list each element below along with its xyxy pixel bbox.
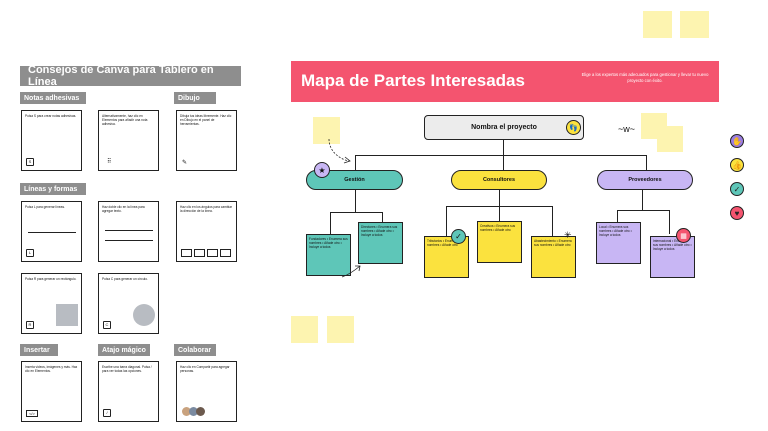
pen-icon: ✎: [182, 161, 187, 165]
sparkle-icon: ✳: [564, 230, 572, 241]
hand-icon[interactable]: ✋: [730, 134, 744, 148]
circle-shape: [133, 304, 155, 326]
curved-arrow: [340, 263, 364, 279]
sticky-note[interactable]: [643, 11, 672, 38]
stakeholder-note[interactable]: Local • Enumera sus nombres • Añade otro…: [596, 222, 641, 264]
tip-card[interactable]: Pulsa C para generar un círculo. C: [98, 273, 159, 334]
project-node[interactable]: Nombra el proyecto: [424, 115, 584, 140]
section-lines: Líneas y formas: [20, 183, 86, 195]
connector: [355, 155, 356, 170]
tip-card[interactable]: Inserta videos, imágenes y más. Haz clic…: [21, 361, 82, 422]
globe-icon: ▦: [676, 228, 691, 243]
group-proveedores[interactable]: Proveedores: [597, 170, 693, 190]
connector: [330, 212, 382, 213]
connector: [617, 210, 669, 211]
section-draw: Dibujo: [174, 92, 216, 104]
line-sample: [105, 240, 153, 241]
tip-card[interactable]: Escribe una barra diagonal. Pulsa / para…: [98, 361, 159, 422]
stakeholder-note[interactable]: Internacional • Enumera sus nombres • Añ…: [650, 236, 695, 278]
section-notes: Notas adhesivas: [20, 92, 86, 104]
connector: [503, 155, 504, 170]
connector: [355, 155, 646, 156]
section-collab: Colaborar: [174, 344, 216, 356]
keyboard-key: S: [26, 158, 34, 166]
guide-title: Consejos de Canva para Tablero en Línea: [20, 66, 241, 86]
connector: [382, 212, 383, 222]
connector: [499, 206, 500, 221]
group-consultores[interactable]: Consultores: [451, 170, 547, 190]
sticky-note[interactable]: [327, 316, 354, 343]
line-sample: [105, 230, 153, 231]
connector: [646, 155, 647, 170]
stakeholder-note[interactable]: Directores • Enumera sus nombres • Añade…: [358, 222, 403, 264]
heart-icon[interactable]: ♥: [730, 206, 744, 220]
connector: [499, 190, 500, 206]
line-style-icons: [181, 249, 231, 257]
connector: [669, 210, 670, 234]
sticky-note[interactable]: [291, 316, 318, 343]
thumbs-up-icon[interactable]: 👍: [730, 158, 744, 172]
connector: [355, 190, 356, 212]
connector: [446, 206, 447, 236]
avatar-group: [182, 407, 205, 416]
connector: [503, 140, 504, 155]
sticky-note[interactable]: [680, 11, 709, 38]
connector: [617, 210, 618, 222]
tip-card[interactable]: Haz doble clic en la línea para agregar …: [98, 201, 159, 262]
tip-card[interactable]: Haz clic en Compartir para agregar perso…: [176, 361, 237, 422]
stakeholder-note[interactable]: Creativos • Enumera sus nombres • Añade …: [477, 221, 522, 263]
connector: [552, 206, 553, 236]
tip-card[interactable]: Pulsa L para generar líneas. L: [21, 201, 82, 262]
tip-card[interactable]: Alternativamente, haz clic en Elementos …: [98, 110, 159, 171]
embed-icon: </>: [26, 410, 38, 417]
section-insert: Insertar: [20, 344, 58, 356]
section-magic: Atajo mágico: [98, 344, 150, 356]
line-sample: [28, 232, 76, 233]
rectangle-shape: [56, 304, 78, 326]
board-subtitle: Elige a los expertos más adecuados para …: [581, 72, 709, 83]
connector: [330, 212, 331, 234]
check-icon: ✓: [451, 229, 466, 244]
tip-card[interactable]: Pulsa R para generar un rectángulo. R: [21, 273, 82, 334]
tip-card[interactable]: Haz clic en los ángulos para cambiar la …: [176, 201, 237, 262]
sticky-note[interactable]: [657, 126, 683, 152]
stakeholder-note[interactable]: Abastecimiento • Enumera sus nombres • A…: [531, 236, 576, 278]
grid-icon: ⠿: [107, 160, 111, 164]
tip-card[interactable]: Pulsa S para crear notas adhesivas. S: [21, 110, 82, 171]
connector: [642, 190, 643, 210]
board-title: Mapa de Partes Interesadas: [301, 71, 525, 91]
board-banner: Mapa de Partes Interesadas Elige a los e…: [291, 61, 719, 102]
footsteps-icon: 👣: [566, 120, 581, 135]
squiggle-icon: ~w~: [618, 124, 635, 134]
keyboard-key: /: [103, 409, 111, 417]
curved-arrow: [325, 137, 355, 167]
keyboard-key: L: [26, 249, 34, 257]
check-circle-icon[interactable]: ✓: [730, 182, 744, 196]
keyboard-key: C: [103, 321, 111, 329]
keyboard-key: R: [26, 321, 34, 329]
tip-card[interactable]: Dibuja tus ideas libremente. Haz clic en…: [176, 110, 237, 171]
